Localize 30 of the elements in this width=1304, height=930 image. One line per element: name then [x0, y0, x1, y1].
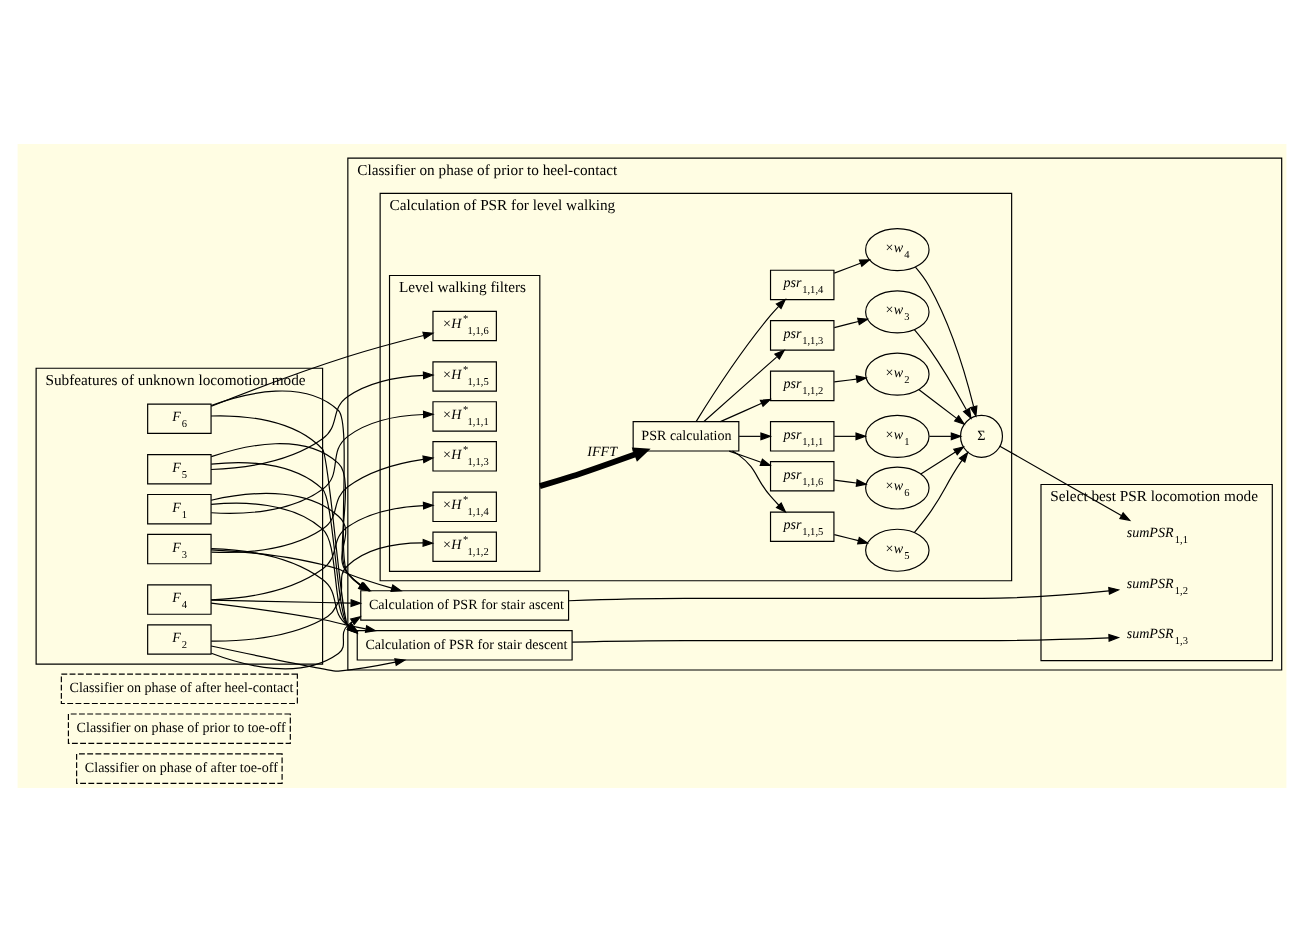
arrow	[728, 449, 772, 466]
arrow	[738, 431, 773, 440]
arrow	[833, 316, 870, 328]
arrow	[568, 585, 1121, 601]
arrow	[703, 348, 786, 422]
arrow	[920, 445, 965, 474]
arrow	[913, 327, 972, 419]
arrow	[928, 431, 963, 440]
arrow	[999, 444, 1132, 521]
arrow	[833, 374, 868, 383]
arrow	[210, 454, 435, 552]
arrow	[719, 397, 772, 422]
arrow	[571, 632, 1121, 642]
arrow	[210, 409, 435, 513]
arrow	[731, 449, 787, 513]
arrow	[695, 297, 787, 422]
arrow	[210, 644, 407, 671]
arrow	[210, 330, 435, 406]
arrow	[918, 387, 966, 425]
arrow	[913, 450, 969, 533]
arrow	[833, 533, 870, 544]
arrow	[914, 265, 978, 417]
arrow	[833, 431, 868, 440]
arrow	[833, 477, 868, 487]
arrow	[538, 446, 651, 488]
arrow	[210, 370, 435, 470]
arrow	[210, 500, 435, 600]
arrow	[210, 537, 435, 641]
arrow	[833, 258, 872, 273]
arrow	[210, 597, 363, 607]
